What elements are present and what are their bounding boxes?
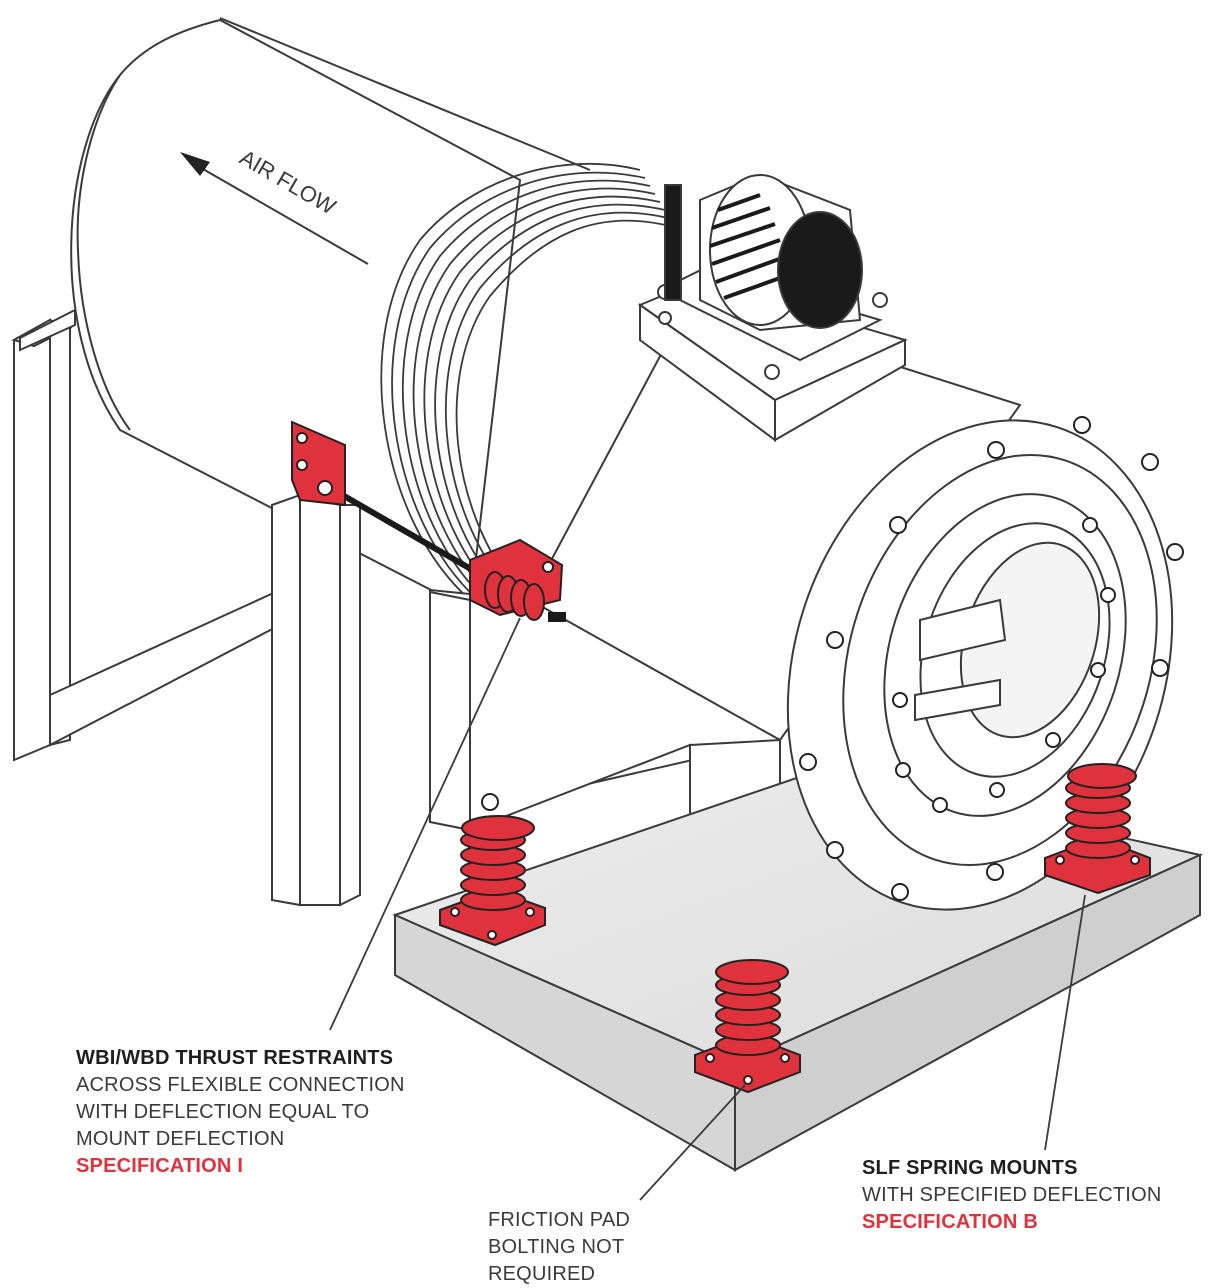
fan-housing-cylinder xyxy=(70,17,591,612)
motor-end-cap xyxy=(777,211,863,329)
spring-mount-right xyxy=(1044,763,1151,895)
flexible-connection xyxy=(380,162,671,601)
callout-friction-line: BOLTING NOT xyxy=(488,1236,625,1258)
motor-assembly xyxy=(637,173,908,442)
restraint-spring xyxy=(484,571,545,621)
callout-thrust-line: WITH DEFLECTION EQUAL TO xyxy=(76,1101,370,1123)
front-support-post xyxy=(271,493,471,907)
callout-slf-spring-mounts: SLF SPRING MOUNTS WITH SPECIFIED DEFLECT… xyxy=(862,1155,1161,1236)
arrow-head-icon xyxy=(180,152,210,176)
callout-friction-line: REQUIRED xyxy=(488,1263,596,1285)
callout-thrust-spec: SPECIFICATION I xyxy=(76,1155,244,1177)
spring-mount-rear-left xyxy=(439,815,546,947)
callout-friction-line: FRICTION PAD xyxy=(488,1209,631,1231)
spring-mount-front xyxy=(694,959,801,1094)
leader-friction xyxy=(639,1084,746,1201)
callout-slf-spec: SPECIFICATION B xyxy=(862,1211,1038,1233)
callout-thrust-line: MOUNT DEFLECTION xyxy=(76,1128,285,1150)
callout-slf-line: WITH SPECIFIED DEFLECTION xyxy=(862,1184,1162,1206)
callout-friction-pad: FRICTION PAD BOLTING NOT REQUIRED xyxy=(488,1207,630,1288)
motor-cooling-fins xyxy=(709,193,783,300)
leader-slf xyxy=(1044,894,1086,1151)
callout-thrust-title: WBI/WBD THRUST RESTRAINTS xyxy=(76,1047,394,1069)
callout-slf-title: SLF SPRING MOUNTS xyxy=(862,1157,1078,1179)
callout-thrust-line: ACROSS FLEXIBLE CONNECTION xyxy=(76,1074,405,1096)
leader-thrust xyxy=(329,617,521,1031)
left-support-frame xyxy=(11,308,281,762)
leader-lines xyxy=(329,617,1086,1201)
callout-thrust-restraints: WBI/WBD THRUST RESTRAINTS ACROSS FLEXIBL… xyxy=(76,1045,405,1180)
belt-guard xyxy=(664,184,682,301)
base-bolt-icon xyxy=(481,793,499,811)
thrust-restraint xyxy=(291,420,566,622)
